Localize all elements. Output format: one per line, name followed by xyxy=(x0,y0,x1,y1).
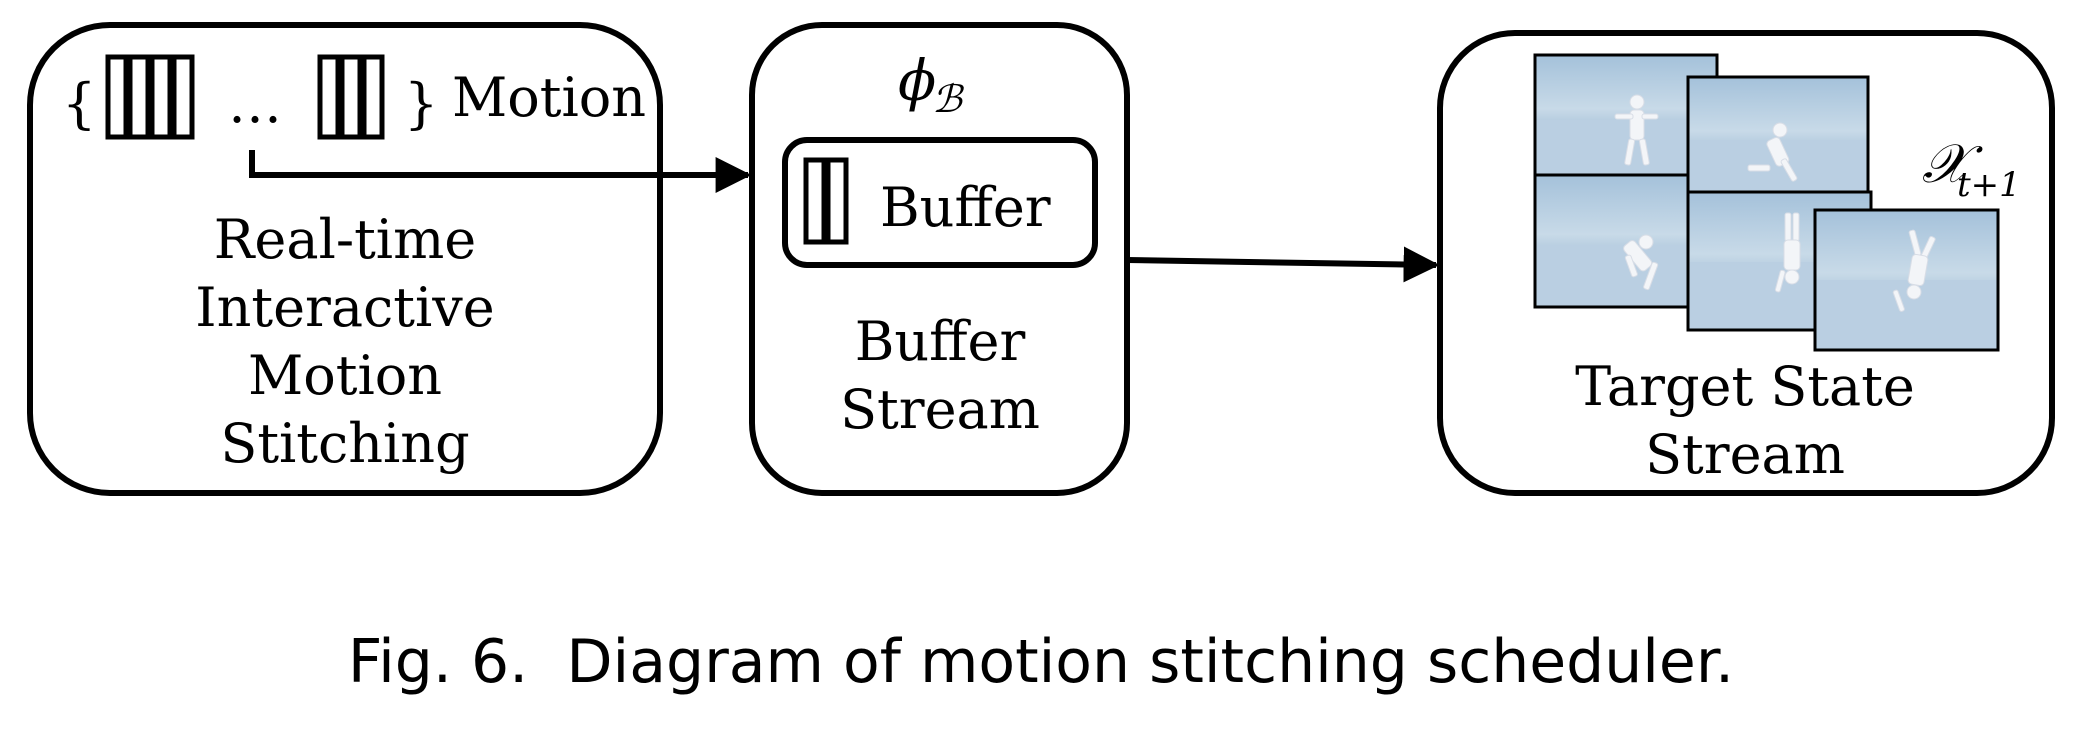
figure-caption: Fig. 6. Diagram of motion stitching sche… xyxy=(348,627,1734,697)
buffer-frame-2 xyxy=(825,157,849,245)
humanoid-figure-icon xyxy=(1614,94,1659,166)
motion-frames-left xyxy=(105,54,195,140)
x-subscript: t+1 xyxy=(1957,165,2021,205)
buffer-box-title-line-2: Stream xyxy=(840,378,1040,441)
humanoid-figure-icon xyxy=(1623,234,1659,291)
buffer-stream-box: ϕ ℬ Buffer Buffer Stream xyxy=(749,22,1130,496)
motion-box-title-line-2: Interactive xyxy=(195,276,494,339)
motion-ellipsis: … xyxy=(228,72,282,135)
humanoid-figure-icon xyxy=(1774,212,1801,293)
buffer-inner-box xyxy=(782,137,1098,268)
motion-frame-7 xyxy=(361,54,385,140)
close-brace: } xyxy=(404,72,438,135)
phi-symbol: ϕ xyxy=(898,49,936,114)
phi-subscript: ℬ xyxy=(932,77,965,121)
motion-frame-1 xyxy=(105,54,129,140)
motion-frame-4 xyxy=(171,54,195,140)
target-box-title-line-1: Target State xyxy=(1575,355,1915,418)
humanoid-figure-icon xyxy=(1892,229,1936,312)
motion-stitching-box: { … } Motion Real-time Interactive Motio… xyxy=(27,22,663,496)
motion-stitching-box-border xyxy=(27,22,663,496)
motion-box-title-line-4: Stitching xyxy=(220,412,469,475)
humanoid-figure-icon xyxy=(1747,122,1798,182)
buffer-frame-1 xyxy=(803,157,827,245)
motion-frame-3 xyxy=(149,54,173,140)
buffer-label: Buffer xyxy=(880,176,1051,239)
buffer-box-title-line-1: Buffer xyxy=(855,310,1026,373)
motion-frame-6 xyxy=(339,54,363,140)
motion-box-title-line-3: Motion xyxy=(248,344,442,407)
target-state-box: 𝒳 t+1 Target State Stream xyxy=(1437,30,2055,496)
motion-label: Motion xyxy=(452,66,646,129)
open-brace: { xyxy=(62,72,96,135)
motion-frames-right xyxy=(317,54,385,140)
thumbnail-5 xyxy=(1813,208,2000,352)
motion-frame-2 xyxy=(127,54,151,140)
motion-box-title-line-1: Real-time xyxy=(214,208,476,271)
arrow-buffer-to-target xyxy=(1126,246,1440,283)
target-box-title-line-2: Stream xyxy=(1645,423,1845,486)
arrow-motion-to-buffer xyxy=(249,150,752,193)
motion-frame-5 xyxy=(317,54,341,140)
thumbnail-3 xyxy=(1686,75,1870,199)
